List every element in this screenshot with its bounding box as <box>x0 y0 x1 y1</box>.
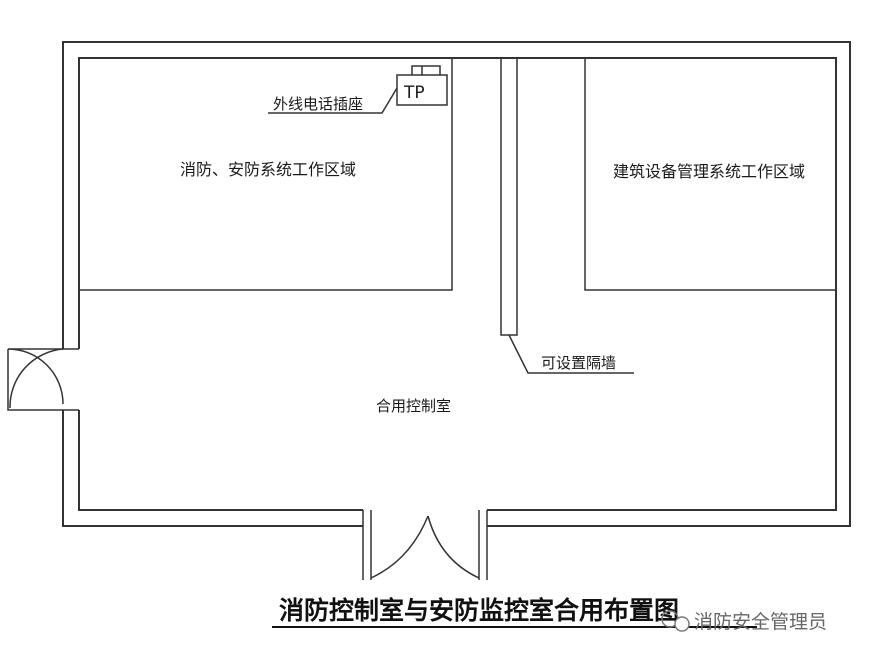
bms-zone-label: 建筑设备管理系统工作区域 <box>613 162 805 181</box>
diagram-title: 消防控制室与安防监控室合用布置图 <box>279 596 679 625</box>
phone-socket-label: 外线电话插座 <box>273 95 363 113</box>
left-door-swing <box>9 348 64 409</box>
partition-leader <box>508 334 634 374</box>
wechat-icon <box>661 610 690 632</box>
tp-wire <box>411 65 441 75</box>
phone-socket-leader <box>268 87 398 114</box>
partition-wall <box>500 57 518 336</box>
bms-zone-box <box>584 58 836 291</box>
shared-room-label: 合用控制室 <box>376 397 451 415</box>
outer-wall-inner <box>78 57 837 511</box>
bottom-door-swing-left <box>370 515 429 579</box>
fire-security-zone-box <box>79 58 453 291</box>
outer-wall-outer <box>62 41 851 527</box>
tp-label: TP <box>403 83 425 103</box>
fire-security-zone-label: 消防、安防系统工作区域 <box>180 160 356 179</box>
watermark: 消防安全管理员 <box>661 610 827 633</box>
left-door <box>7 348 64 411</box>
watermark-text: 消防安全管理员 <box>694 611 827 633</box>
bottom-door-swing-right <box>427 515 480 579</box>
partition-label: 可设置隔墙 <box>541 354 616 372</box>
